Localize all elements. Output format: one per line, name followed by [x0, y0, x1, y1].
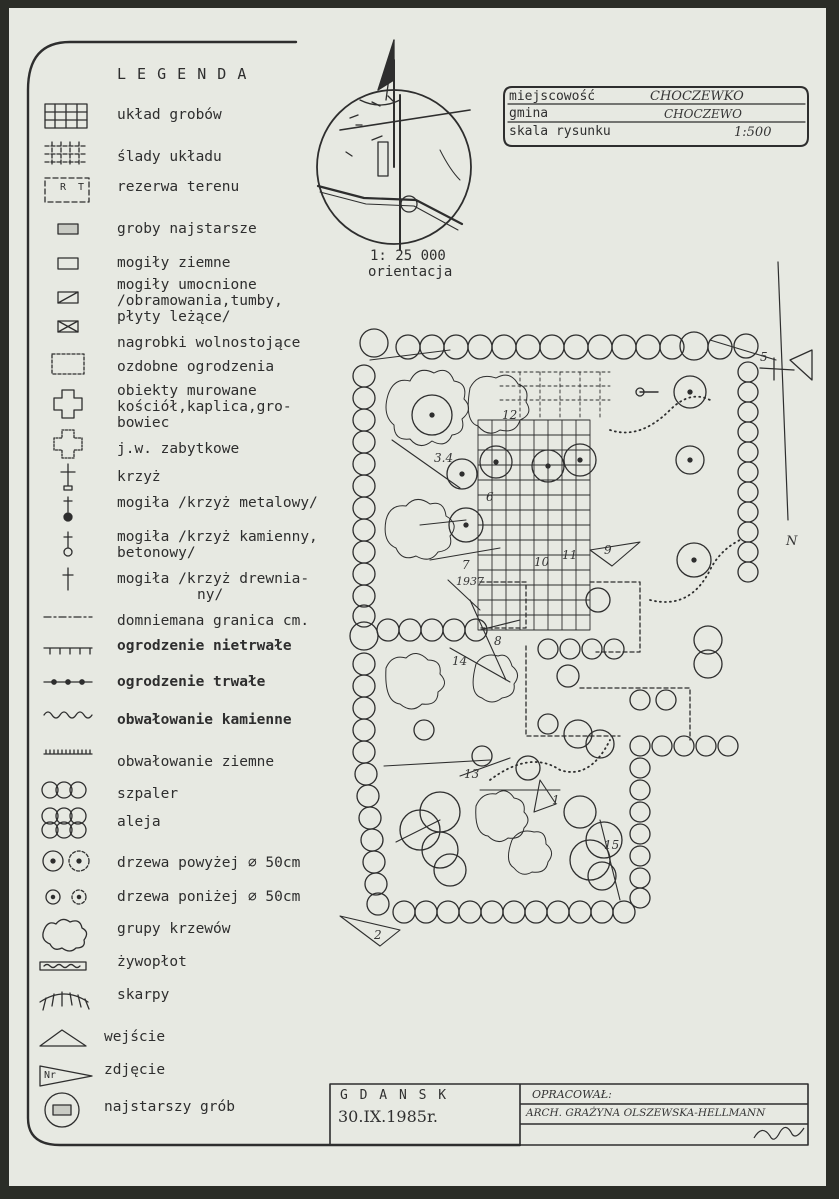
hedge-top: [359, 328, 759, 361]
legend-label-ozdobne-ogrodzenia: ozdobne ogrodzenia: [117, 359, 275, 375]
legend-label-mogily-ziemne: mogiły ziemne: [117, 255, 231, 271]
hedge-right: [737, 361, 759, 583]
legend-label-najstarszy-grob: najstarszy grób: [104, 1099, 235, 1115]
legend-symbols: [39, 103, 93, 1128]
photo-number-5: 5: [760, 350, 768, 364]
scan-edge-bottom: [0, 1186, 839, 1199]
legend-label-groby-najstarsze: groby najstarsze: [117, 221, 257, 237]
sheet-frame: [26, 40, 522, 1147]
info-gmina-label: gmina: [509, 106, 549, 121]
legend-label-ogrodzenie-trwale: ogrodzenie trwałe: [117, 674, 266, 690]
legend-label-granica: domniemana granica cm.: [117, 613, 310, 629]
plan-north-letter: N: [786, 534, 798, 549]
legend-label-obwalowanie-ziemne: obwałowanie ziemne: [117, 754, 275, 770]
legend-label-jw-zabytkowe: j.w. zabytkowe: [117, 441, 240, 457]
legend-label-mogily-umocnione-2: /obramowania,tumby,: [117, 293, 283, 309]
photo-lines: [339, 339, 777, 947]
photo-number-2: 2: [374, 928, 382, 942]
legend-label-obwalowanie-kamienne: obwałowanie kamienne: [117, 712, 292, 728]
legend-label-obiekty-murowane-1: obiekty murowane: [117, 383, 257, 399]
title-city: G D A N S K: [340, 1088, 449, 1103]
author-signature: [753, 1126, 805, 1140]
photo-number-6: 6: [486, 490, 494, 504]
photo-number-14: 14: [452, 654, 468, 668]
photo-number-9: 9: [604, 543, 612, 557]
trees: [399, 375, 723, 891]
legend-label-mogily-umocnione-3: płyty leżące/: [117, 309, 231, 325]
photo-number-15: 15: [604, 838, 620, 852]
legend-label-mogila-metalowy: mogiła /krzyż metalowy/: [117, 495, 318, 511]
legend-label-mogila-drewniany-2: ny/: [197, 587, 224, 603]
photo-number-13: 13: [464, 767, 480, 781]
graves-grid: [477, 371, 611, 631]
shrub-groups: [384, 369, 552, 875]
legend-label-drzewa-ponizej: drzewa poniżej ∅ 50cm: [117, 889, 301, 905]
legend-label-nagrobki: nagrobki wolnostojące: [117, 335, 301, 351]
scan-edge-right: [826, 0, 839, 1199]
legend-symbol-rezerwa-text: R T: [60, 182, 88, 193]
info-box: [503, 86, 809, 147]
legend-label-obiekty-murowane-3: bowiec: [117, 415, 170, 431]
info-gmina-value: CHOCZEWO: [664, 107, 742, 121]
info-skala-value: 1:500: [734, 125, 772, 140]
plan-year-label: 1937: [456, 575, 484, 588]
title-author: ARCH. GRAŻYNA OLSZEWSKA-HELLMANN: [526, 1107, 766, 1119]
scan-edge-left: [0, 0, 9, 1199]
legend-label-mogila-drewniany-1: mogiła /krzyż drewnia-: [117, 571, 310, 587]
legend-label-obiekty-murowane-2: kościół,kaplica,gro-: [117, 399, 292, 415]
legend-label-zdjecie: zdjęcie: [104, 1062, 166, 1078]
legend-title: L E G E N D A: [117, 65, 248, 83]
legend-symbol-zdjecie-text: Nr: [44, 1070, 57, 1081]
hedge-middle: [376, 618, 739, 909]
legend-label-ogrodzenie-nietrwale: ogrodzenie nietrwałe: [117, 638, 292, 654]
legend-label-szpaler: szpaler: [117, 786, 179, 802]
info-miejscowosc-label: miejscowość: [509, 89, 596, 104]
title-prepared-label: OPRACOWAŁ:: [532, 1088, 612, 1101]
legend-label-rezerwa-terenu: rezerwa terenu: [117, 179, 240, 195]
hedge-left: [349, 364, 390, 916]
orientation-label: orientacja: [368, 264, 453, 280]
legend-label-zywoplot: żywopłot: [117, 954, 187, 970]
info-skala-label: skala rysunku: [509, 124, 611, 139]
photo-number-8: 8: [494, 634, 502, 648]
legend-label-mogila-kamienny-1: mogiła /krzyż kamienny,: [117, 529, 318, 545]
legend-label-mogily-umocnione-1: mogiły umocnione: [117, 277, 257, 293]
legend-label-mogila-kamienny-2: betonowy/: [117, 545, 196, 561]
legend-label-wejscie: wejście: [104, 1029, 166, 1045]
legend-label-drzewa-powyzej: drzewa powyżej ∅ 50cm: [117, 855, 301, 871]
orientation-scale: 1: 25 000: [370, 248, 446, 264]
photo-number-7: 7: [462, 558, 470, 572]
legend-label-aleja: aleja: [117, 814, 161, 830]
scan-edge-top: [0, 0, 839, 8]
hedge-bottom: [392, 900, 636, 924]
legend-label-krzyz: krzyż: [117, 469, 161, 485]
legend-label-uklad-grobow: układ grobów: [117, 107, 222, 123]
legend-label-slady-ukladu: ślady układu: [117, 149, 222, 165]
title-date: 30.IX.1985r.: [338, 1107, 438, 1126]
photo-number-12: 12: [502, 408, 518, 422]
photo-number-3-4: 3.4: [434, 451, 454, 465]
legend-label-grupy-krzewow: grupy krzewów: [117, 921, 231, 937]
photo-number-10: 10: [534, 555, 550, 569]
orientation-map: [316, 39, 472, 251]
info-miejscowosc-value: CHOCZEWKO: [650, 89, 744, 104]
photo-number-11: 11: [562, 548, 578, 562]
cemetery-plan: [339, 261, 813, 947]
photo-number-1: 1: [552, 793, 560, 807]
legend-label-skarpy: skarpy: [117, 987, 170, 1003]
title-block-frame: [329, 1083, 809, 1146]
